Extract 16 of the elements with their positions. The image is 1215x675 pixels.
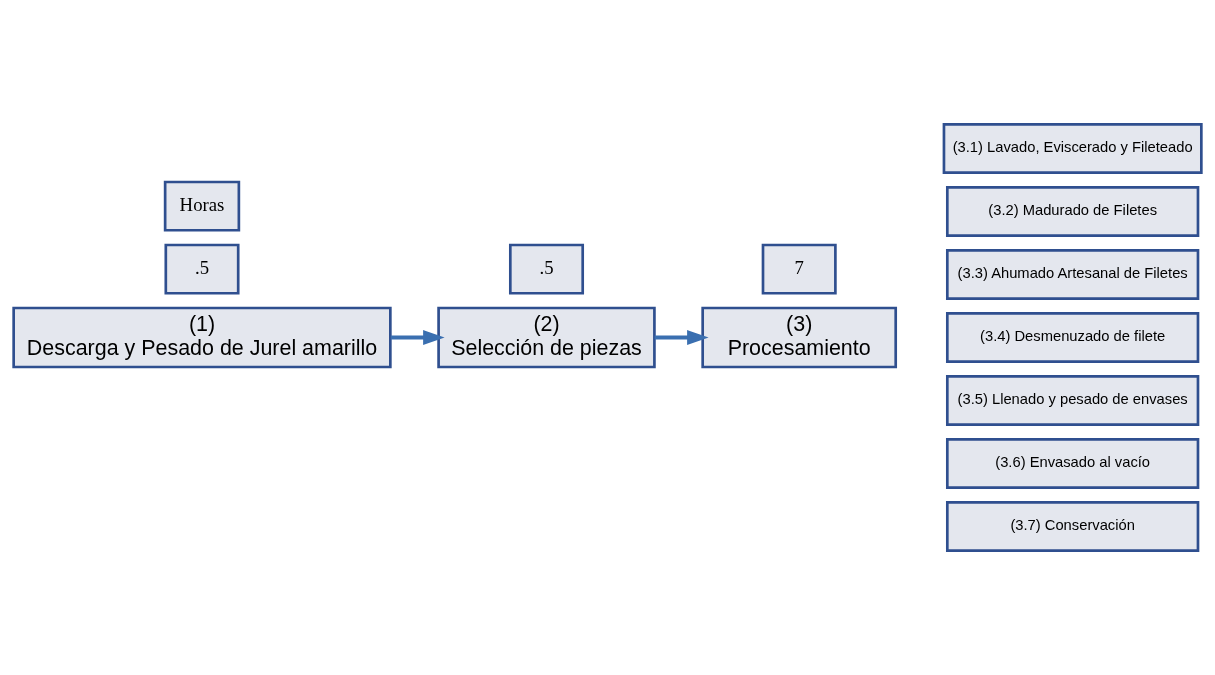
node-box: (3.4) Desmenuzado de filete bbox=[945, 312, 1200, 363]
node-box: (3) Procesamiento bbox=[701, 306, 898, 369]
arrow bbox=[390, 329, 445, 346]
node-box: .5 bbox=[508, 243, 585, 295]
arrow bbox=[654, 329, 709, 346]
node-box: (3.5) Llenado y pesado de envases bbox=[945, 375, 1200, 426]
node-box: Horas bbox=[163, 180, 241, 232]
node-box: 7 bbox=[761, 243, 837, 295]
node-box: (3.7) Conservación bbox=[945, 501, 1200, 552]
node-box: (1) Descarga y Pesado de Jurel amarillo bbox=[12, 306, 392, 369]
node-box: (3.3) Ahumado Artesanal de Filetes bbox=[945, 249, 1200, 300]
node-box: (2) Selección de piezas bbox=[437, 306, 656, 369]
node-box: (3.6) Envasado al vacío bbox=[945, 438, 1200, 489]
node-box: (3.1) Lavado, Eviscerado y Fileteado bbox=[942, 123, 1203, 174]
node-box: (3.2) Madurado de Filetes bbox=[945, 186, 1200, 237]
node-box: .5 bbox=[164, 243, 240, 295]
